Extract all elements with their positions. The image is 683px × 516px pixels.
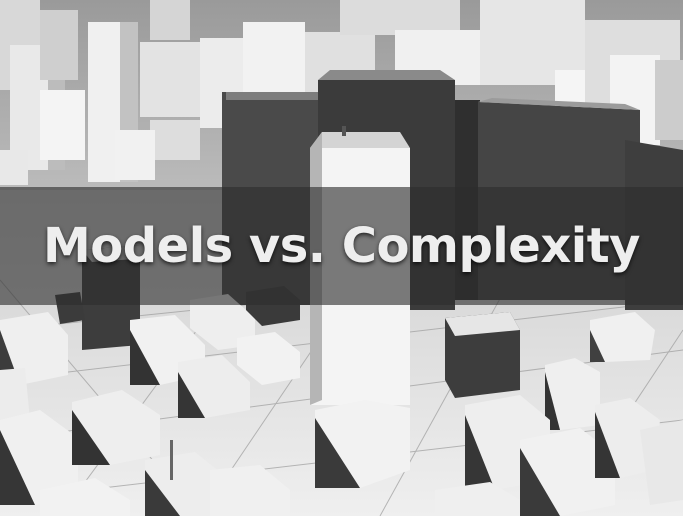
title-band	[0, 187, 683, 305]
slide-title: Models vs. Complexity	[43, 218, 640, 274]
